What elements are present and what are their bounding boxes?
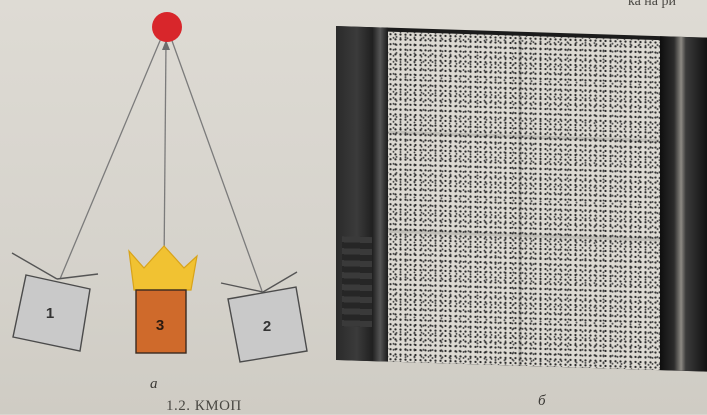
- top-right-text-fragment: ка на ри: [628, 0, 676, 10]
- box-1-label: 1: [46, 305, 54, 322]
- box-1: [12, 253, 98, 351]
- root-node: [152, 12, 182, 42]
- edge-box2-to-root: [171, 38, 262, 291]
- subfigure-label-b: б: [538, 393, 546, 410]
- speckled-wall-panel: [388, 32, 660, 371]
- box-2-label: 2: [263, 318, 271, 335]
- photo-left-background: [336, 26, 388, 362]
- crown-icon: [129, 246, 197, 290]
- figure-caption: 1.2. КМОП: [166, 398, 242, 415]
- box-3-label: 3: [156, 317, 164, 334]
- wall-photo: [336, 26, 707, 372]
- photo-right-background: [660, 36, 707, 371]
- box-2: [221, 272, 307, 362]
- edge-box1-to-root: [60, 36, 162, 279]
- edge-box3-to-root: [164, 42, 166, 268]
- subfigure-label-a: а: [150, 376, 158, 393]
- crowned-node-diagram: 1 3 2: [0, 0, 336, 380]
